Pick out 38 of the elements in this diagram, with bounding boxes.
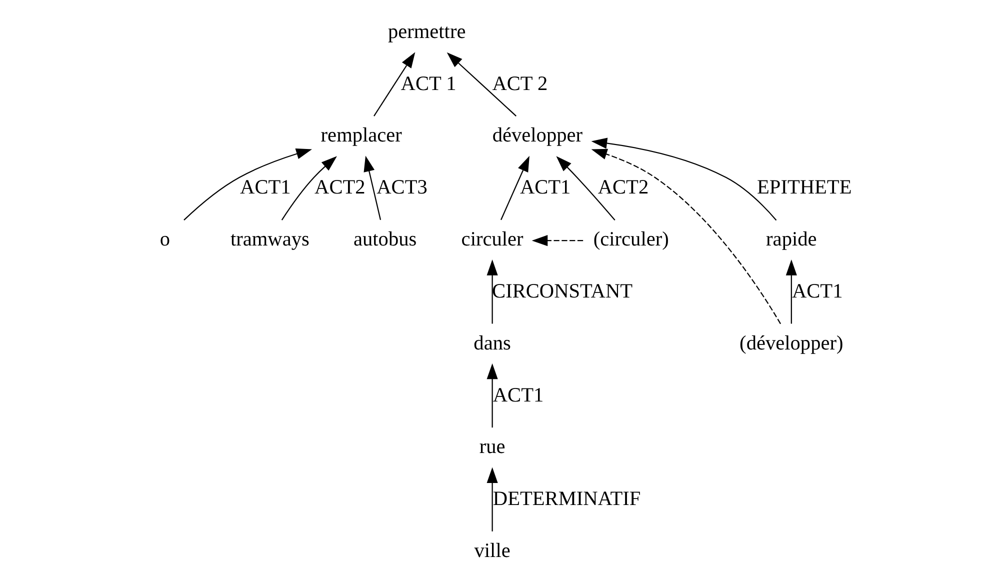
- node-text: circuler: [461, 228, 524, 251]
- edge-label: ACT3: [376, 176, 428, 199]
- node-text: o: [160, 228, 170, 251]
- edge-label: ACT1: [792, 280, 843, 302]
- edge-label: ACT2: [314, 176, 366, 199]
- arrow: [532, 235, 584, 246]
- arrow: [364, 156, 382, 220]
- arrow: [556, 156, 616, 220]
- arrow: [591, 148, 782, 324]
- node-text: permettre: [388, 20, 466, 43]
- arrow: [786, 260, 797, 324]
- node-text: rapide: [766, 228, 817, 251]
- edge-label: ACT 2: [492, 72, 548, 95]
- edge-label: EPITHETE: [757, 176, 852, 199]
- arrow: [374, 52, 416, 116]
- edge-label: ACT1: [240, 176, 291, 199]
- arrow: [486, 363, 498, 428]
- node-text: (circuler): [593, 228, 669, 251]
- arrow: [446, 52, 516, 116]
- node-text: dans: [474, 332, 511, 354]
- node-text: (développer): [740, 332, 844, 354]
- edge-label: DETERMINATIF: [492, 488, 641, 510]
- node-text: autobus: [354, 228, 417, 251]
- arrow: [500, 156, 530, 220]
- node-text: ville: [474, 540, 510, 562]
- node-text: développer: [492, 124, 583, 147]
- arrow: [281, 156, 337, 220]
- edge-label: ACT2: [598, 176, 649, 199]
- edge-label: ACT1: [520, 176, 571, 199]
- arrow: [486, 260, 498, 324]
- arrow: [184, 148, 312, 220]
- node-text: remplacer: [320, 124, 402, 147]
- edge-label: ACT1: [492, 384, 544, 406]
- node-text: rue: [479, 436, 506, 458]
- node-text: tramways: [230, 228, 310, 251]
- edge-label: ACT 1: [400, 72, 456, 95]
- arrow: [591, 138, 777, 221]
- arrow: [486, 467, 498, 532]
